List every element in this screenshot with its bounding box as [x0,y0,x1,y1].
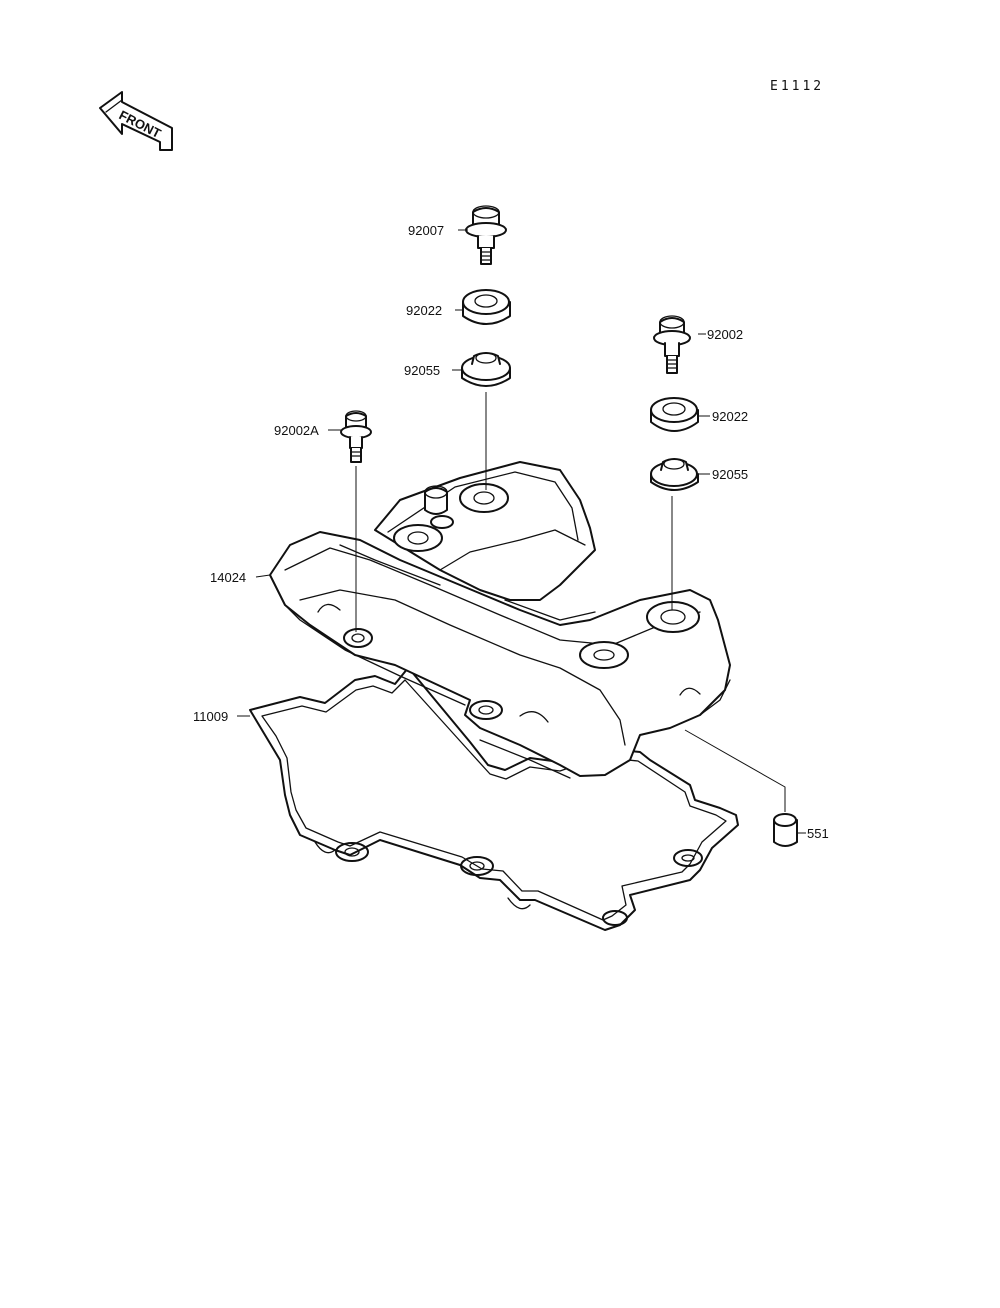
bolt-92002 [653,315,691,374]
grommet-92055-top [461,352,511,387]
dowel-pin-551 [773,813,798,847]
label-92055-top: 92055 [404,363,440,378]
label-92007: 92007 [408,223,444,238]
washer-92022-right [650,397,699,432]
grommet-92055-right [650,458,699,491]
bolt-92002A [340,410,372,463]
bolt-92007 [465,205,507,265]
front-arrow-icon: FRONT [99,91,173,151]
label-92055-right: 92055 [712,467,748,482]
cylinder-head-cover-14024 [269,461,731,779]
washer-92022-top [462,289,511,325]
label-92022-top: 92022 [406,303,442,318]
label-92002: 92002 [707,327,743,342]
label-551: 551 [807,826,829,841]
label-92022-right: 92022 [712,409,748,424]
label-92002A: 92002A [274,423,319,438]
label-11009: 11009 [193,709,228,724]
diagram-code: E1112 [770,79,824,94]
label-14024: 14024 [210,570,246,585]
